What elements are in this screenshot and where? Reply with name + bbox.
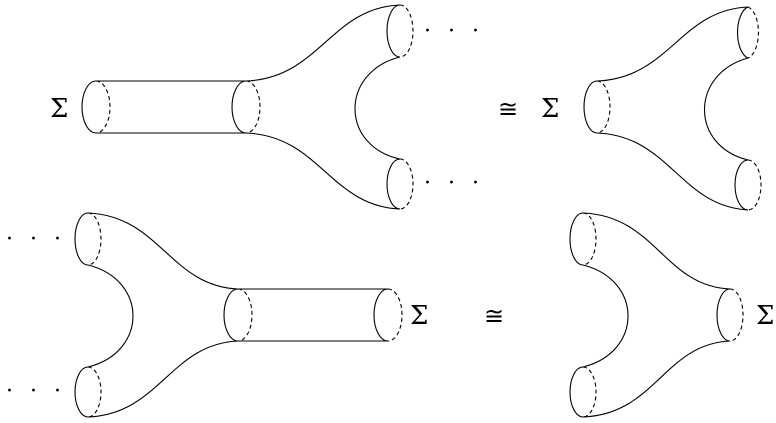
sigma-label-top-right: Σ [541,94,559,124]
iso-symbol-top: ≅ [498,95,518,123]
top-left-composite: Σ · · · · · · [50,4,484,210]
sigma-label-bottom-right: Σ [756,301,774,331]
ellipsis-top-lower: · · · [424,171,484,196]
sigma-label-bottom: Σ [410,301,428,331]
bottom-left-composite: · · · · · · Σ [6,212,428,418]
ellipsis-top-upper: · · · [424,19,484,44]
bottom-right-pants: Σ [569,212,774,418]
top-cylinder [81,80,261,134]
bottom-pants [74,212,239,418]
ellipsis-bottom-lower: · · · [6,379,66,404]
bottom-cylinder [223,288,403,342]
sigma-label-top: Σ [50,94,68,124]
ellipsis-bottom-upper: · · · [6,227,66,252]
iso-symbol-bottom: ≅ [484,302,504,330]
top-right-pants: Σ [541,6,762,211]
top-pants [245,4,414,210]
